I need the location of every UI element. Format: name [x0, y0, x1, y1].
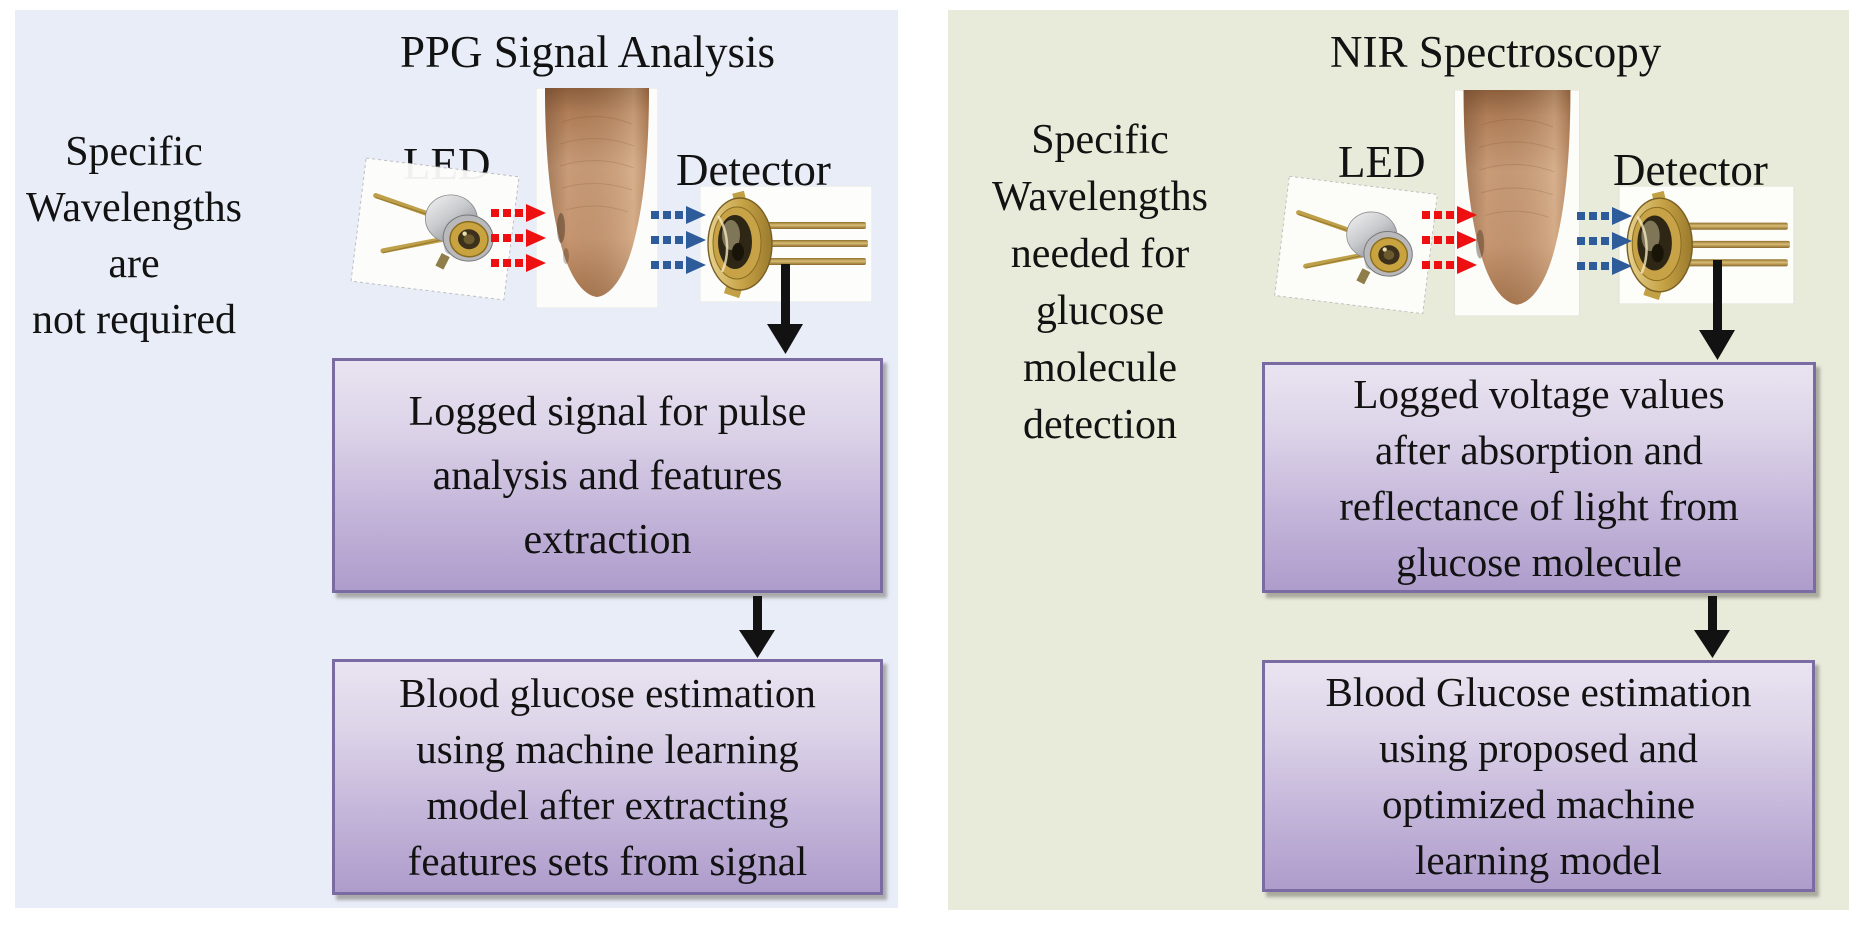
box-line: analysis and features [432, 452, 783, 499]
box-line: using machine learning [416, 726, 799, 772]
ppg-flow-box-1: Logged signal for pulse analysis and fea… [332, 358, 883, 593]
box-line: after absorption and [1375, 426, 1703, 473]
detector-beam-arrows [1575, 207, 1633, 277]
led-beam-arrows [489, 204, 547, 274]
detector-photo [1618, 186, 1795, 304]
detector-photo [700, 186, 872, 302]
note-line: Specific [1031, 117, 1169, 163]
box-line: features sets from signal [407, 838, 808, 884]
nir-flow-box-1: Logged voltage values after absorption a… [1262, 362, 1816, 593]
box-line: optimized machine [1381, 781, 1696, 827]
box-line: Blood Glucose estimation [1325, 669, 1752, 715]
note-line: molecule detection [1023, 345, 1177, 448]
finger-photo [1452, 90, 1582, 316]
panel-ppg: PPG Signal Analysis Specific Wavelengths… [15, 10, 898, 908]
note-line: Specific [65, 129, 203, 175]
led-photo [1270, 174, 1442, 316]
note-line: Wavelengths [992, 174, 1208, 220]
flow-arrow-down [737, 596, 777, 658]
nir-led-label: LED [1338, 137, 1426, 187]
note-line: needed for glucose [1010, 231, 1190, 334]
box-line: Blood glucose estimation [399, 670, 816, 716]
note-line: Wavelengths are [26, 185, 242, 287]
ppg-flow-box-2: Blood glucose estimation using machine l… [332, 659, 883, 895]
ppg-wavelength-note: Specific Wavelengths are not required [18, 124, 250, 348]
flow-arrow-down [1697, 260, 1737, 360]
box-line: using proposed and [1379, 725, 1698, 771]
finger-photo [536, 88, 658, 308]
box-line: extraction [523, 516, 692, 563]
panel-nir-title: NIR Spectroscopy [1330, 27, 1662, 77]
box-line: reflectance of light from [1339, 482, 1739, 529]
nir-wavelength-note: Specific Wavelengths needed for glucose … [953, 112, 1247, 454]
flow-arrow-down [765, 264, 805, 354]
led-can [424, 194, 494, 270]
panel-nir: NIR Spectroscopy Specific Wavelengths ne… [948, 10, 1849, 910]
box-line: Logged voltage values [1353, 370, 1725, 417]
detector-beam-arrows [649, 206, 707, 276]
box-line: Logged signal for pulse [408, 388, 807, 435]
panel-ppg-title: PPG Signal Analysis [400, 27, 776, 77]
box-line: model after extracting [426, 782, 789, 828]
box-line: glucose molecule [1396, 538, 1682, 585]
led-photo [349, 156, 521, 302]
flow-arrow-down [1692, 596, 1732, 658]
led-can [1346, 211, 1413, 285]
note-line: not required [31, 297, 237, 343]
box-line: learning model [1414, 837, 1663, 883]
nir-flow-box-2: Blood Glucose estimation using proposed … [1262, 660, 1815, 892]
led-beam-arrows [1420, 206, 1478, 276]
